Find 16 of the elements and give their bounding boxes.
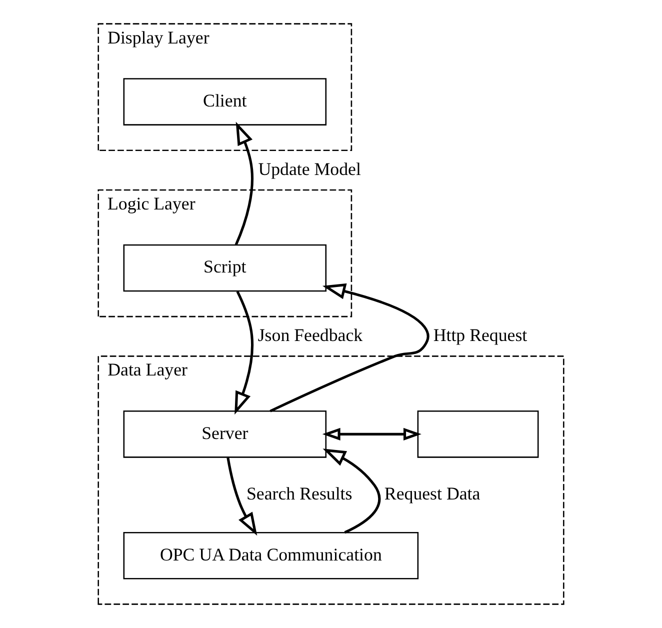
- node-box: Script: [123, 244, 327, 292]
- arrow: [234, 122, 254, 246]
- edge-label: Update Model: [258, 158, 361, 179]
- node-box: Client: [123, 78, 327, 126]
- node-box: Server: [123, 410, 327, 458]
- edge-label: Json Feedback: [258, 325, 363, 346]
- arrow: [270, 283, 430, 412]
- edge-label: Search Results: [246, 484, 352, 504]
- edge-label: Request Data: [384, 484, 480, 504]
- arrow: [234, 290, 254, 415]
- node-box: OPC UA Data Communication: [123, 532, 419, 580]
- node-box: [417, 410, 539, 458]
- edge-label: Http Request: [433, 325, 528, 346]
- arrow: [226, 458, 258, 536]
- arrow: [322, 448, 381, 534]
- arrow: [322, 428, 422, 440]
